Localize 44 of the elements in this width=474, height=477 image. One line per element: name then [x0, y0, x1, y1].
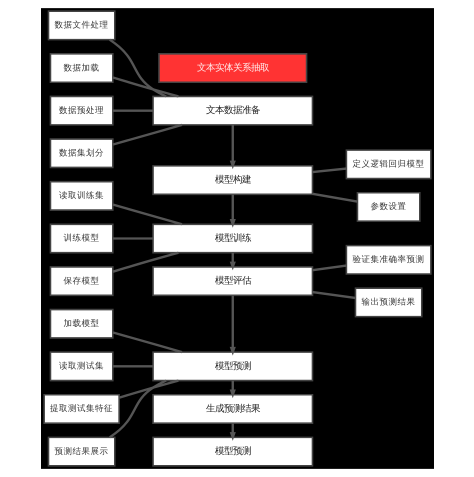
connector [112, 76, 178, 98]
node-box: 文本数据准备 [152, 96, 313, 126]
node-box: 参数设置 [356, 192, 420, 222]
node-box: 数据集划分 [49, 138, 114, 168]
connector [108, 38, 166, 98]
connector [112, 124, 182, 146]
node-box: 模型训练 [152, 224, 313, 254]
connector [108, 379, 166, 438]
connector [112, 365, 152, 368]
node-box: 文本实体关系抽取 [158, 53, 307, 84]
connector [312, 264, 346, 272]
node-box: 提取测试集特征 [42, 394, 120, 424]
node-box: 保存模型 [49, 266, 114, 296]
arrow [229, 380, 236, 398]
node-box: 输出预测结果 [354, 287, 422, 318]
node-box: 验证集准确率预测 [345, 244, 432, 275]
node-box: 生成预测结果 [152, 394, 313, 424]
node-box: 读取测试集 [49, 351, 114, 382]
node-box: 数据预处理 [49, 96, 114, 126]
node-box: 读取训练集 [49, 180, 114, 211]
node-box: 数据文件处理 [47, 10, 116, 40]
node-box: 数据加载 [49, 53, 114, 84]
node-box: 加载模型 [49, 308, 114, 339]
connector [312, 167, 346, 174]
connector [112, 252, 178, 273]
arrow [229, 194, 236, 228]
node-box: 预测结果展示 [47, 436, 116, 467]
node-box: 训练模型 [49, 224, 114, 254]
node-box: 模型预测 [152, 351, 313, 382]
node-box: 定义逻辑回归模型 [345, 149, 432, 180]
connector [112, 237, 152, 240]
node-box: 模型评估 [152, 266, 313, 296]
arrow [229, 252, 236, 270]
connector [118, 379, 178, 399]
arrow [229, 125, 236, 170]
connector [312, 290, 355, 300]
arrow [229, 423, 236, 441]
connector [112, 109, 152, 112]
arrow [229, 296, 236, 356]
node-box: 模型预测 [152, 436, 313, 467]
connector [112, 331, 182, 354]
connector [312, 192, 357, 203]
connector [112, 203, 182, 226]
node-box: 模型构建 [152, 165, 313, 196]
